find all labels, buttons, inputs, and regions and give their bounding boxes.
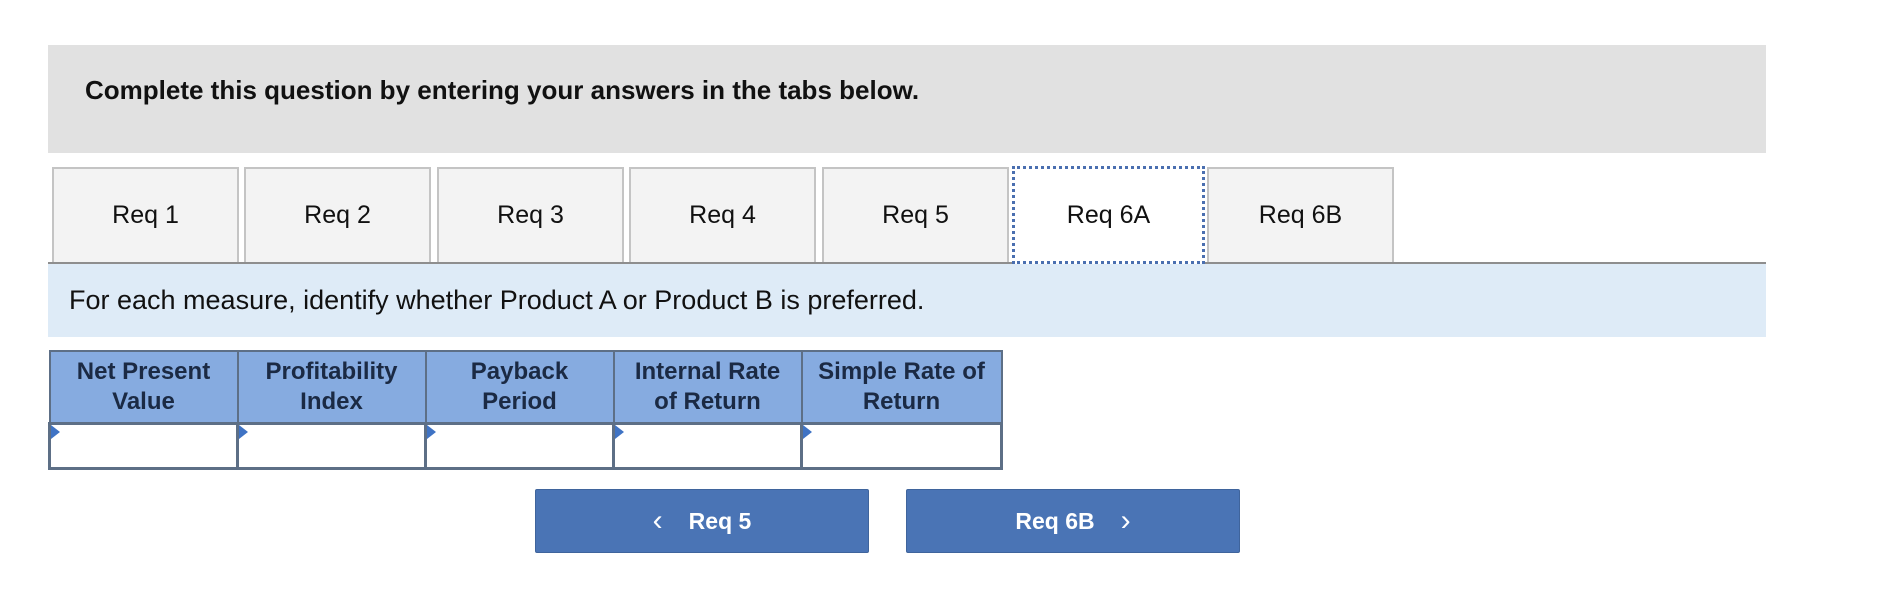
- dropdown-marker-icon: [615, 424, 624, 439]
- next-button-label: Req 6B: [1015, 507, 1095, 534]
- dropdown-marker-icon: [427, 424, 436, 439]
- next-button[interactable]: Req 6B ›: [906, 489, 1240, 553]
- dropdown-marker-icon: [51, 424, 60, 439]
- header-line: of Return: [654, 387, 761, 415]
- header-line: Net Present: [76, 357, 211, 385]
- instruction-text: Complete this question by entering your …: [85, 75, 920, 105]
- tab-row: Req 1 Req 2 Req 3 Req 4 Req 5 Req 6A Req…: [48, 166, 1766, 264]
- table-row: [48, 421, 1003, 470]
- table-header-row: Net Present Value Profitability Index Pa…: [48, 350, 1003, 424]
- header-line: Internal Rate: [634, 357, 781, 385]
- dropdown-marker-icon: [239, 424, 248, 439]
- answer-cell: [612, 421, 803, 470]
- answer-cell: [424, 421, 615, 470]
- prompt-text: For each measure, identify whether Produ…: [69, 285, 925, 315]
- header-line: Payback: [470, 357, 569, 385]
- chevron-right-icon: ›: [1120, 504, 1131, 537]
- net-present-value-input[interactable]: [51, 424, 236, 467]
- header-net-present-value: Net Present Value: [48, 350, 239, 424]
- answer-cell: [48, 421, 239, 470]
- prompt-bar: For each measure, identify whether Produ…: [48, 264, 1766, 337]
- dropdown-marker-icon: [803, 424, 812, 439]
- tab-req-3[interactable]: Req 3: [437, 167, 624, 262]
- tab-req-6b[interactable]: Req 6B: [1207, 167, 1394, 262]
- profitability-index-input[interactable]: [239, 424, 424, 467]
- simple-rate-of-return-input[interactable]: [803, 424, 1000, 467]
- header-internal-rate-of-return: Internal Rate of Return: [612, 350, 803, 424]
- header-payback-period: Payback Period: [424, 350, 615, 424]
- instruction-bar: Complete this question by entering your …: [48, 45, 1766, 153]
- tab-req-5[interactable]: Req 5: [822, 167, 1009, 262]
- header-line: Value: [112, 387, 175, 415]
- tab-req-2[interactable]: Req 2: [244, 167, 431, 262]
- tab-req-1[interactable]: Req 1: [52, 167, 239, 262]
- answer-cell: [236, 421, 427, 470]
- tab-req-4[interactable]: Req 4: [629, 167, 816, 262]
- prev-button[interactable]: ‹ Req 5: [535, 489, 869, 553]
- header-line: Period: [482, 387, 557, 415]
- header-line: Return: [862, 387, 941, 415]
- tab-req-6a[interactable]: Req 6A: [1012, 166, 1205, 264]
- answer-table: Net Present Value Profitability Index Pa…: [48, 350, 1003, 470]
- header-line: Index: [300, 387, 363, 415]
- chevron-left-icon: ‹: [652, 504, 663, 537]
- internal-rate-of-return-input[interactable]: [615, 424, 800, 467]
- header-simple-rate-of-return: Simple Rate of Return: [800, 350, 1003, 424]
- header-line: Profitability: [265, 357, 398, 385]
- payback-period-input[interactable]: [427, 424, 612, 467]
- header-profitability-index: Profitability Index: [236, 350, 427, 424]
- answer-cell: [800, 421, 1003, 470]
- header-line: Simple Rate of: [818, 357, 985, 385]
- prev-button-label: Req 5: [688, 507, 752, 534]
